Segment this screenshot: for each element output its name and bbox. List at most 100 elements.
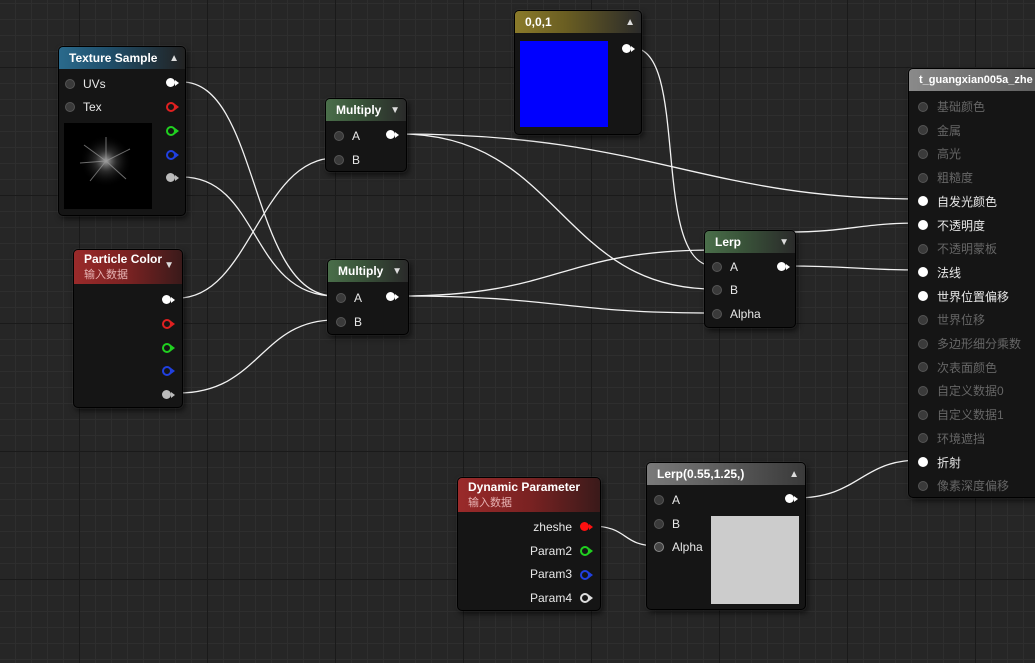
output-pin-zheshe[interactable]	[580, 522, 593, 531]
lerp-header[interactable]: Lerp ▼	[705, 231, 795, 253]
texture-sample-node[interactable]: Texture Sample ▲ UVs Tex	[58, 46, 186, 216]
output-rgb-pin[interactable]	[166, 78, 179, 87]
pin-a[interactable]: A	[654, 493, 680, 507]
pin-a[interactable]: A	[336, 291, 362, 305]
pin-dot-icon	[712, 309, 722, 319]
material-input-5[interactable]: 不透明度	[918, 217, 985, 234]
lerp-node[interactable]: Lerp ▼ A B Alpha	[704, 230, 796, 328]
multiply-node-top[interactable]: Multiply ▼ A B	[325, 98, 407, 172]
output-param-zheshe[interactable]: zheshe	[533, 520, 572, 534]
pin-dot-icon	[712, 285, 722, 295]
output-param-4[interactable]: Param4	[530, 591, 572, 605]
material-input-6[interactable]: 不透明蒙板	[918, 240, 997, 257]
pin-dot-icon	[918, 457, 928, 467]
output-a-pin[interactable]	[162, 390, 175, 399]
pin-label: 不透明蒙板	[937, 242, 998, 257]
output-param-2[interactable]: Param2	[530, 544, 572, 558]
output-pin[interactable]	[785, 494, 798, 503]
output-r-pin[interactable]	[166, 102, 179, 112]
pin-a[interactable]: A	[334, 129, 360, 143]
multiply-node-bottom[interactable]: Multiply ▼ A B	[327, 259, 409, 335]
pin-label: A	[354, 291, 363, 305]
material-input-1[interactable]: 金属	[918, 122, 961, 139]
pin-label: 不透明度	[937, 218, 986, 233]
multiply-header[interactable]: Multiply ▼	[328, 260, 408, 282]
output-b-pin[interactable]	[166, 150, 179, 160]
output-a-pin[interactable]	[166, 173, 179, 182]
pin-alpha[interactable]: Alpha	[712, 307, 761, 321]
collapse-triangle-icon[interactable]: ▲	[169, 52, 179, 64]
material-output-header[interactable]: t_guangxian005a_zhe	[909, 69, 1035, 91]
lerp-const-node[interactable]: Lerp(0.55,1.25,) ▲ A B Alpha	[646, 462, 806, 610]
material-input-15[interactable]: 折射	[918, 454, 961, 471]
pin-label: 高光	[937, 147, 962, 162]
material-input-10[interactable]: 多边形细分乘数	[918, 335, 1021, 352]
output-pin-param3[interactable]	[580, 570, 593, 580]
particle-color-node[interactable]: Particle Color 输入数据 ▼	[73, 249, 183, 408]
pin-uvs[interactable]: UVs	[65, 77, 106, 91]
lerp-const-header[interactable]: Lerp(0.55,1.25,) ▲	[647, 463, 805, 485]
texture-sample-header[interactable]: Texture Sample ▲	[59, 47, 185, 69]
pin-alpha[interactable]: Alpha	[654, 540, 703, 554]
pin-dot-icon	[918, 220, 928, 230]
output-g-pin[interactable]	[166, 126, 179, 136]
output-pin[interactable]	[777, 262, 790, 271]
collapse-triangle-icon[interactable]: ▼	[779, 236, 789, 248]
multiply-header[interactable]: Multiply ▼	[326, 99, 406, 121]
output-pin[interactable]	[386, 130, 399, 139]
material-input-14[interactable]: 环境遮挡	[918, 430, 985, 447]
output-pin[interactable]	[622, 44, 635, 53]
constant-vector-header[interactable]: 0,0,1 ▲	[515, 11, 641, 33]
pin-tex[interactable]: Tex	[65, 100, 102, 114]
pin-label: 世界位移	[937, 313, 986, 328]
wire-const-vector-to-lerp-a	[632, 47, 715, 267]
preview-swatch	[711, 516, 799, 604]
output-b-pin[interactable]	[162, 366, 175, 376]
material-input-7[interactable]: 法线	[918, 264, 961, 281]
pin-label: Alpha	[672, 540, 703, 554]
material-input-11[interactable]: 次表面颜色	[918, 359, 997, 376]
collapse-triangle-icon[interactable]: ▲	[625, 16, 635, 28]
pin-label: 法线	[937, 265, 962, 280]
collapse-triangle-icon[interactable]: ▼	[392, 265, 402, 277]
pin-a[interactable]: A	[712, 260, 738, 274]
pin-dot-icon	[918, 480, 928, 491]
material-output-node[interactable]: t_guangxian005a_zhe 基础颜色金属高光粗糙度自发光颜色不透明度…	[908, 68, 1035, 498]
pin-b[interactable]: B	[334, 153, 360, 167]
pin-b[interactable]: B	[654, 517, 680, 531]
collapse-triangle-icon[interactable]: ▲	[789, 468, 799, 480]
collapse-triangle-icon[interactable]: ▼	[390, 104, 400, 116]
material-input-3[interactable]: 粗糙度	[918, 169, 973, 186]
pin-label: A	[672, 493, 681, 507]
output-pin[interactable]	[386, 292, 399, 301]
output-rgb-pin[interactable]	[162, 295, 175, 304]
dynamic-parameter-header[interactable]: Dynamic Parameter 输入数据	[458, 478, 600, 512]
pin-label: 世界位置偏移	[937, 289, 1010, 304]
particle-color-header[interactable]: Particle Color 输入数据 ▼	[74, 250, 182, 284]
texture-preview	[64, 123, 152, 209]
wire-multiply-bottom-to-lerp-a	[399, 249, 715, 297]
material-input-0[interactable]: 基础颜色	[918, 98, 985, 115]
wire-lerp-to-opacity	[787, 222, 921, 233]
dynamic-parameter-node[interactable]: Dynamic Parameter 输入数据 zheshe Param2 Par…	[457, 477, 601, 611]
pin-b[interactable]: B	[336, 315, 362, 329]
output-pin-param2[interactable]	[580, 546, 593, 556]
output-pin-param4[interactable]	[580, 593, 593, 603]
pin-label: 金属	[937, 123, 962, 138]
collapse-triangle-icon[interactable]: ▼	[164, 260, 174, 271]
material-input-9[interactable]: 世界位移	[918, 311, 985, 328]
material-input-4[interactable]: 自发光颜色	[918, 193, 997, 210]
material-input-2[interactable]: 高光	[918, 145, 961, 162]
material-input-16[interactable]: 像素深度偏移	[918, 477, 1009, 494]
wire-texture-uvs-to-multiply-bottom-a	[181, 81, 336, 297]
output-param-3[interactable]: Param3	[530, 567, 572, 581]
material-input-12[interactable]: 自定义数据0	[918, 382, 1004, 399]
material-input-13[interactable]: 自定义数据1	[918, 406, 1004, 423]
pin-b[interactable]: B	[712, 283, 738, 297]
output-g-pin[interactable]	[162, 343, 175, 353]
pin-label: zheshe	[533, 520, 572, 534]
constant-vector-node[interactable]: 0,0,1 ▲	[514, 10, 642, 135]
pin-dot-icon	[918, 101, 928, 112]
output-r-pin[interactable]	[162, 319, 175, 329]
material-input-8[interactable]: 世界位置偏移	[918, 288, 1009, 305]
